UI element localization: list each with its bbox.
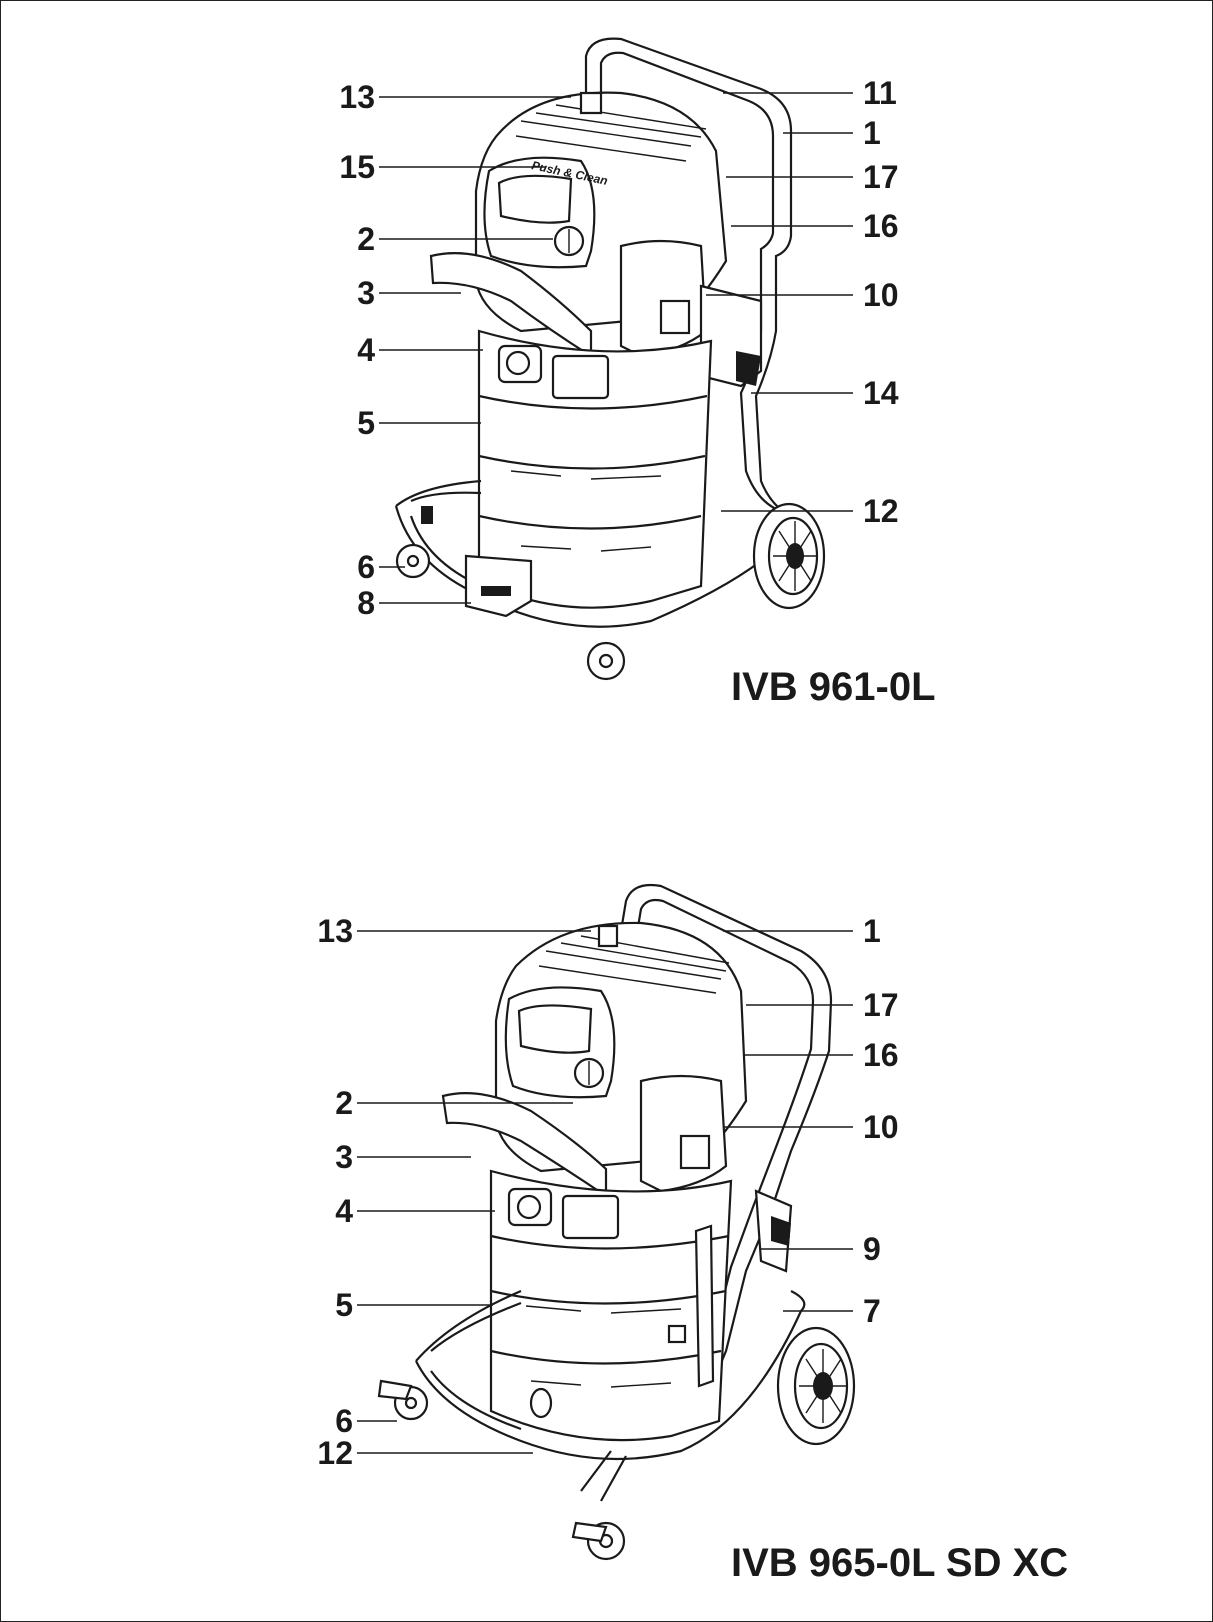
callout-15: 15 xyxy=(339,149,375,185)
callout-5: 5 xyxy=(335,1287,353,1323)
callout-17: 17 xyxy=(863,987,899,1023)
callout-16: 16 xyxy=(863,208,899,244)
callout-3: 3 xyxy=(335,1139,353,1175)
figure-ivb-965: 13 2 3 4 5 6 12 1 17 16 10 9 7 IVB 965-0… xyxy=(1,851,1212,1621)
callout-17: 17 xyxy=(863,159,899,195)
callout-13: 13 xyxy=(339,79,375,115)
callout-4: 4 xyxy=(357,332,375,368)
callout-4: 4 xyxy=(335,1193,353,1229)
callout-3: 3 xyxy=(357,275,375,311)
callout-16: 16 xyxy=(863,1037,899,1073)
callout-9: 9 xyxy=(863,1231,881,1267)
callout-2: 2 xyxy=(335,1085,353,1121)
figure-ivb-961: Push & Clean xyxy=(1,1,1212,761)
callout-12: 12 xyxy=(317,1435,353,1471)
callout-11: 11 xyxy=(863,75,897,111)
vacuum-cleaner-illustration: Push & Clean xyxy=(379,37,853,681)
callout-14: 14 xyxy=(863,375,899,411)
callout-10: 10 xyxy=(863,277,899,313)
callout-13: 13 xyxy=(317,913,353,949)
model-label: IVB 965-0L SD XC xyxy=(731,1541,1069,1585)
callout-6: 6 xyxy=(335,1403,353,1439)
callout-5: 5 xyxy=(357,405,375,441)
callout-12: 12 xyxy=(863,493,899,529)
callout-8: 8 xyxy=(357,585,375,621)
callout-10: 10 xyxy=(863,1109,899,1145)
callout-1: 1 xyxy=(863,913,881,949)
callout-2: 2 xyxy=(357,221,375,257)
vacuum-cleaner-illustration xyxy=(357,883,856,1561)
callout-7: 7 xyxy=(863,1293,881,1329)
callout-6: 6 xyxy=(357,549,375,585)
model-label: IVB 961-0L xyxy=(731,665,936,709)
callout-1: 1 xyxy=(863,115,881,151)
